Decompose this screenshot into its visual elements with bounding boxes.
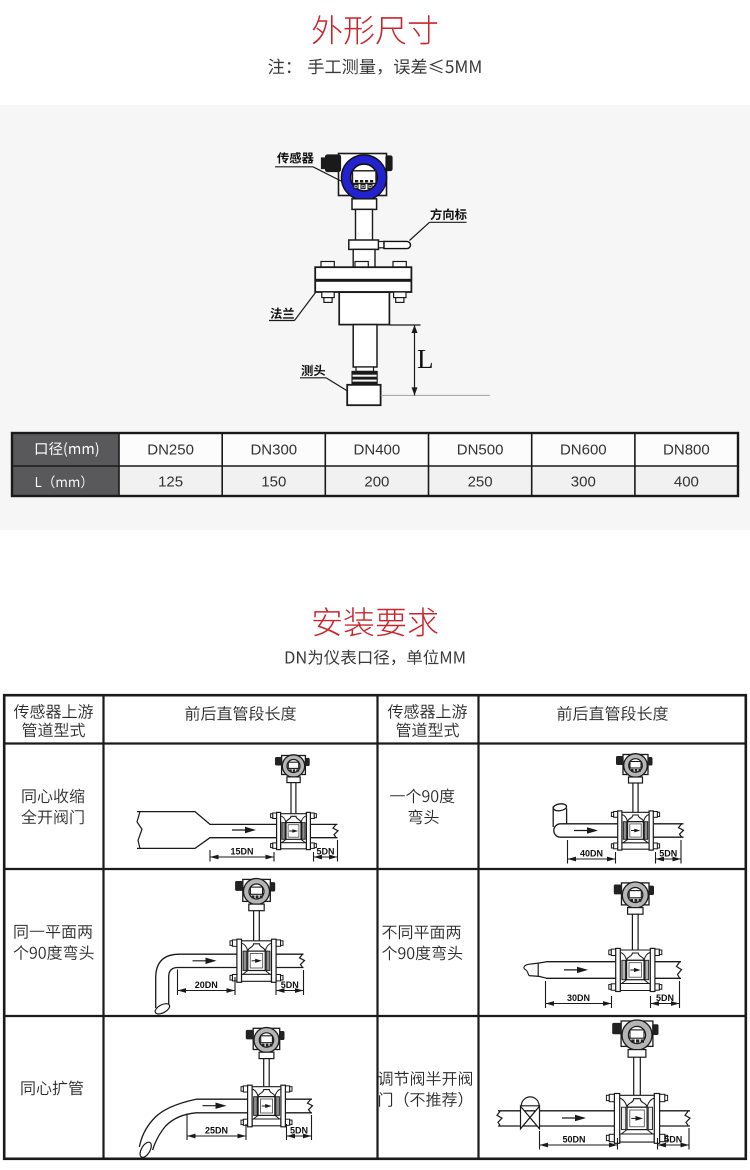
svg-text:L: L: [417, 344, 434, 374]
svg-text:300: 300: [571, 474, 596, 491]
svg-text:DN500: DN500: [457, 442, 504, 459]
svg-text:150: 150: [261, 474, 286, 491]
svg-text:125: 125: [158, 474, 183, 491]
svg-text:20DN: 20DN: [195, 980, 218, 990]
svg-text:DN400: DN400: [354, 442, 401, 459]
svg-text:250: 250: [468, 474, 493, 491]
svg-text:5DN: 5DN: [656, 993, 674, 1003]
svg-text:DN600: DN600: [560, 442, 607, 459]
svg-text:200: 200: [364, 474, 389, 491]
svg-text:DN800: DN800: [663, 442, 710, 459]
svg-text:DN250: DN250: [147, 442, 194, 459]
svg-text:30DN: 30DN: [567, 993, 590, 1003]
svg-text:50DN: 50DN: [562, 1135, 585, 1145]
svg-text:5DN: 5DN: [281, 980, 299, 990]
svg-text:5DN: 5DN: [659, 849, 677, 859]
svg-text:40DN: 40DN: [580, 849, 603, 859]
svg-text:5DN: 5DN: [316, 847, 334, 857]
svg-text:15DN: 15DN: [230, 847, 253, 857]
svg-text:25DN: 25DN: [205, 1126, 228, 1136]
svg-text:400: 400: [674, 474, 699, 491]
svg-text:5DN: 5DN: [664, 1135, 682, 1145]
svg-text:5DN: 5DN: [290, 1126, 308, 1136]
svg-text:DN300: DN300: [250, 442, 297, 459]
